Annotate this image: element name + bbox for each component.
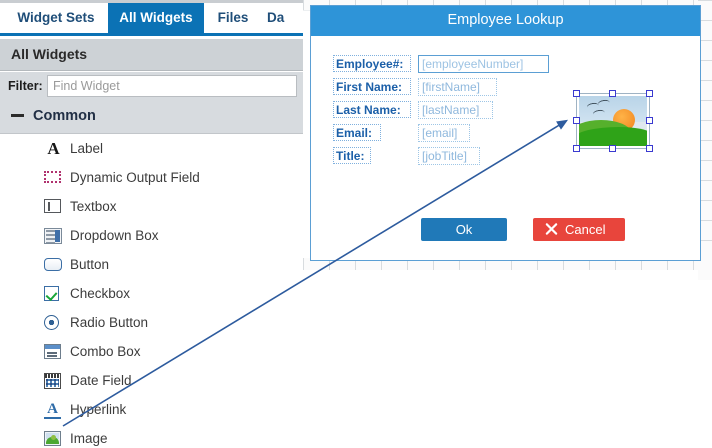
combo-box-icon: [44, 342, 63, 361]
resize-handle-w[interactable]: [573, 117, 580, 124]
cancel-button-label: Cancel: [565, 222, 606, 237]
list-item-label[interactable]: A Label: [0, 134, 303, 163]
tab-widget-sets[interactable]: Widget Sets: [17, 10, 95, 25]
widget-panel: Widget Sets All Widgets Files Da All Wid…: [0, 0, 303, 448]
list-item-text: Date Field: [70, 373, 132, 388]
tab-data[interactable]: Da: [267, 10, 285, 25]
textbox-icon: [44, 197, 63, 216]
minus-icon[interactable]: [11, 114, 24, 117]
form-row-first-name: First Name: [firstName]: [333, 78, 573, 97]
job-title-field[interactable]: [jobTitle]: [418, 147, 480, 165]
tabstrip-top-border: [0, 0, 303, 3]
list-item-date-field[interactable]: Date Field: [0, 366, 303, 395]
dialog-titlebar: Employee Lookup: [311, 6, 700, 36]
tab-files[interactable]: Files: [217, 10, 249, 25]
email-field[interactable]: [email]: [418, 124, 470, 142]
resize-handle-nw[interactable]: [573, 90, 580, 97]
ruler-right: [698, 0, 712, 280]
dialog-title: Employee Lookup: [447, 12, 564, 28]
form-row-title: Title: [jobTitle]: [333, 147, 573, 166]
field-label: Last Name:: [333, 101, 411, 118]
list-item-radio-button[interactable]: Radio Button: [0, 308, 303, 337]
form-row-email: Email: [email]: [333, 124, 573, 143]
list-item-text: Combo Box: [70, 344, 141, 359]
group-header-common[interactable]: Common: [0, 101, 303, 134]
field-label: First Name:: [333, 78, 411, 95]
list-item-text: Label: [70, 141, 104, 156]
dropdown-box-icon: [44, 226, 63, 245]
search-input[interactable]: [47, 75, 297, 97]
employee-number-field[interactable]: [employeeNumber]: [418, 55, 549, 73]
list-item-dynamic-output-field[interactable]: Dynamic Output Field: [0, 163, 303, 192]
resize-handle-s[interactable]: [609, 145, 616, 152]
image-widget-selection[interactable]: [573, 90, 653, 152]
list-item-text: Textbox: [70, 199, 117, 214]
list-item-text: Dropdown Box: [70, 228, 159, 243]
cancel-button[interactable]: Cancel: [533, 218, 625, 241]
radio-button-icon: [44, 313, 63, 332]
resize-handle-sw[interactable]: [573, 145, 580, 152]
list-item-partial-next[interactable]: [0, 444, 303, 448]
employee-lookup-dialog[interactable]: Employee Lookup Employee#: [employeeNumb…: [310, 5, 701, 261]
form-row-employee-number: Employee#: [employeeNumber]: [333, 55, 573, 74]
ok-button[interactable]: Ok: [421, 218, 507, 241]
button-icon: [44, 255, 63, 274]
list-item-text: Radio Button: [70, 315, 149, 330]
filter-label: Filter:: [8, 79, 43, 93]
list-item-hyperlink[interactable]: A Hyperlink: [0, 395, 303, 424]
widget-list: A Label Dynamic Output Field Textbox Dro…: [0, 134, 303, 448]
tab-all-widgets[interactable]: All Widgets: [108, 3, 204, 33]
field-label: Email:: [333, 124, 381, 141]
field-label: Title:: [333, 147, 371, 164]
design-canvas[interactable]: Employee Lookup Employee#: [employeeNumb…: [303, 0, 712, 448]
image-hill-front: [579, 127, 647, 146]
list-item-text: Dynamic Output Field: [70, 170, 200, 185]
panel-title-text: All Widgets: [11, 46, 88, 62]
filter-row: Filter:: [0, 72, 303, 101]
resize-handle-ne[interactable]: [646, 90, 653, 97]
list-item-text: Button: [70, 257, 110, 272]
date-field-icon: [44, 371, 63, 390]
list-item-button[interactable]: Button: [0, 250, 303, 279]
checkbox-icon: [44, 284, 63, 303]
panel-title-bar: All Widgets: [0, 39, 303, 71]
field-label: Employee#:: [333, 55, 411, 72]
list-item-text: Image: [70, 431, 108, 446]
list-item-image[interactable]: Image: [0, 424, 303, 448]
first-name-field[interactable]: [firstName]: [418, 78, 497, 96]
group-label: Common: [33, 108, 96, 124]
hyperlink-icon: A: [44, 400, 63, 419]
form-row-last-name: Last Name: [lastName]: [333, 101, 573, 120]
list-item-dropdown-box[interactable]: Dropdown Box: [0, 221, 303, 250]
list-item-combo-box[interactable]: Combo Box: [0, 337, 303, 366]
list-item-checkbox[interactable]: Checkbox: [0, 279, 303, 308]
resize-handle-n[interactable]: [609, 90, 616, 97]
list-item-text: Checkbox: [70, 286, 131, 301]
last-name-field[interactable]: [lastName]: [418, 101, 493, 119]
close-x-icon: [545, 223, 558, 235]
label-icon: A: [47, 139, 60, 158]
tab-strip: Widget Sets All Widgets Files Da: [0, 0, 303, 36]
list-item-textbox[interactable]: Textbox: [0, 192, 303, 221]
ok-button-label: Ok: [455, 222, 473, 237]
image-icon: [44, 429, 63, 448]
dynamic-output-field-icon: [44, 168, 63, 187]
list-item-text: Hyperlink: [70, 402, 127, 417]
resize-handle-e[interactable]: [646, 117, 653, 124]
resize-handle-se[interactable]: [646, 145, 653, 152]
image-widget[interactable]: [577, 94, 649, 148]
